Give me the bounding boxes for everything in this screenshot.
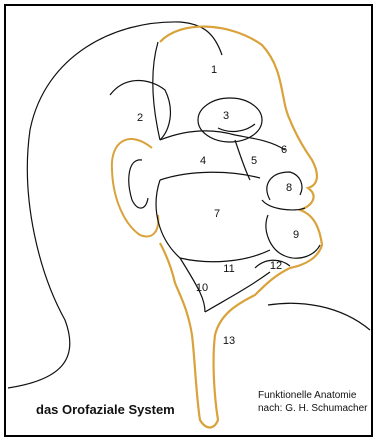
credit-block: Funktionelle Anatomie nach: G. H. Schuma… [258, 389, 374, 415]
credit-line-2: nach: G. H. Schumacher [258, 402, 374, 415]
region-label-2: 2 [137, 112, 143, 124]
head-silhouette [8, 22, 222, 388]
region-label-13: 13 [223, 335, 235, 347]
shoulder-outline [268, 303, 370, 330]
region-label-3: 3 [223, 110, 229, 122]
region-label-1: 1 [211, 64, 217, 76]
region-label-11: 11 [223, 263, 234, 275]
ear-inner [129, 160, 148, 208]
region-label-7: 7 [214, 208, 220, 220]
region-label-10: 10 [196, 282, 208, 294]
region-label-5: 5 [251, 155, 257, 167]
credit-line-1: Funktionelle Anatomie [258, 389, 374, 402]
diagram-title: das Orofaziale System [36, 402, 175, 417]
region-label-12: 12 [270, 260, 282, 272]
region-label-8: 8 [286, 182, 292, 194]
region-boundaries [110, 42, 320, 312]
region-label-6: 6 [281, 144, 287, 156]
ear-outline [112, 139, 158, 236]
face-outline [160, 27, 322, 428]
region-label-9: 9 [293, 229, 299, 241]
region-label-4: 4 [200, 155, 206, 167]
